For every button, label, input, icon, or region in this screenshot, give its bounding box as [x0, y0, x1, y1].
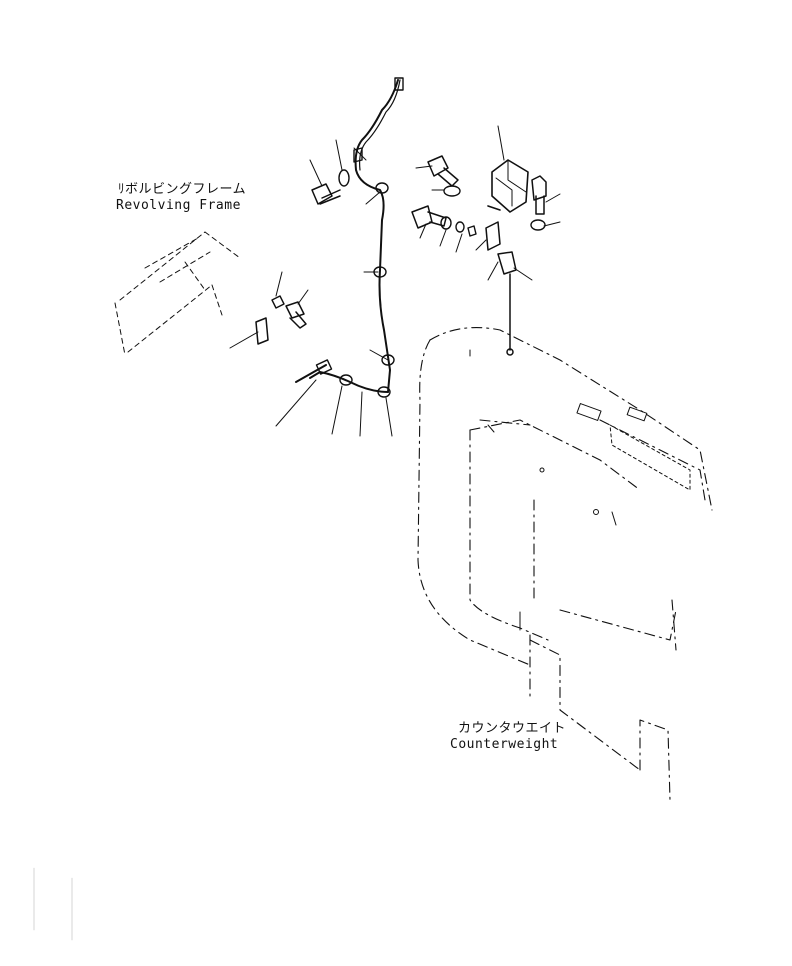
counterweight-outline [418, 328, 712, 800]
bolt-icon [428, 156, 458, 186]
bolt-icon [532, 176, 546, 214]
counterweight-label-jp: カウンタウエイト [458, 721, 567, 736]
nut-icon [272, 148, 476, 308]
counterweight-details [470, 350, 690, 630]
harness-clips [316, 78, 403, 397]
bolt-icon [412, 206, 446, 228]
bracket-icon [256, 222, 516, 355]
revolving-frame-label: Revolving Frame [116, 198, 241, 213]
bolt-icon [286, 302, 306, 328]
wire-harness [296, 80, 400, 392]
leader-lines [230, 126, 560, 436]
revolving-frame-label-jp: ﾘボルビングフレーム [118, 182, 247, 197]
washer-icon [339, 170, 545, 232]
revolving-frame-outline [115, 232, 240, 355]
lamp-icon [488, 160, 528, 212]
bolt-icon [312, 184, 340, 204]
counterweight-label: Counterweight [450, 737, 559, 752]
scan-artifacts [34, 868, 72, 940]
